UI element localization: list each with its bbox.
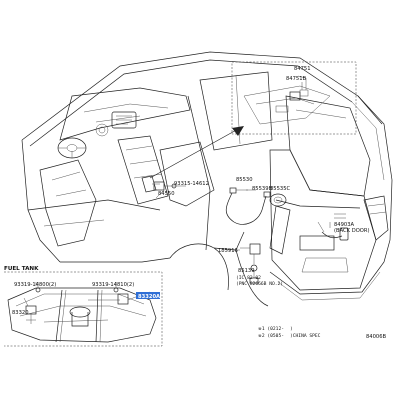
label-84751[interactable]: 84751 [294,66,311,72]
legend-item-2-suffix: )CHINA SPEC [290,333,321,339]
inset-84751 [231,61,357,135]
part-labels: 84751 84751B 93315-14612 84550 85530 855… [4,66,370,316]
label-85139-note2: (PNC 82666B NO.2) [236,281,283,287]
legend: ※1 (0212- ) ※2 (0505- )CHINA SPEC 84006B [258,326,387,340]
part-185916-graphic [240,243,261,284]
label-84751b[interactable]: 84751B [286,76,307,82]
svg-text:): ) [290,326,293,332]
label-93319-14810[interactable]: 93319-14810(2) [92,282,134,288]
diagram-id: 84006B [366,334,387,340]
section-fuel-tank: FUEL TANK [4,266,39,272]
bolt-93315-graphic [171,183,186,189]
label-85530[interactable]: 85530 [236,177,253,183]
label-84903a[interactable]: 84903A [334,222,355,228]
label-93319-14800[interactable]: 93319-14800(2) [14,282,56,288]
label-93315-14612[interactable]: 93315-14612 [174,181,209,187]
label-85539b[interactable]: 85539B [252,186,273,192]
pointer-arrow [149,126,244,179]
part-84903a-graphic [317,221,349,241]
part-85535c-graphic [269,193,287,207]
label-85139-note1: (IC 82-02 [236,275,261,281]
part-84550-graphic [153,181,176,199]
legend-item-2: ※2 (0505- [258,333,284,339]
label-84903a-note: (BACK DOOR) [334,228,370,234]
highlighted-part-83320a[interactable]: 83320A [136,292,160,300]
vehicle-body-outline [21,51,393,307]
label-85139[interactable]: 85139 [238,268,255,274]
label-84550[interactable]: 84550 [158,191,175,197]
label-185916[interactable]: 185916 [218,248,238,254]
label-83320[interactable]: 83320 [12,310,29,316]
part-85530-graphic [225,187,271,225]
leader-lines [23,75,331,307]
highlight-box [136,292,160,299]
legend-item-1: ※1 (0212- [258,326,284,332]
label-85535c[interactable]: 85535C [270,186,291,192]
label-83320a[interactable]: 83320A [138,294,160,300]
